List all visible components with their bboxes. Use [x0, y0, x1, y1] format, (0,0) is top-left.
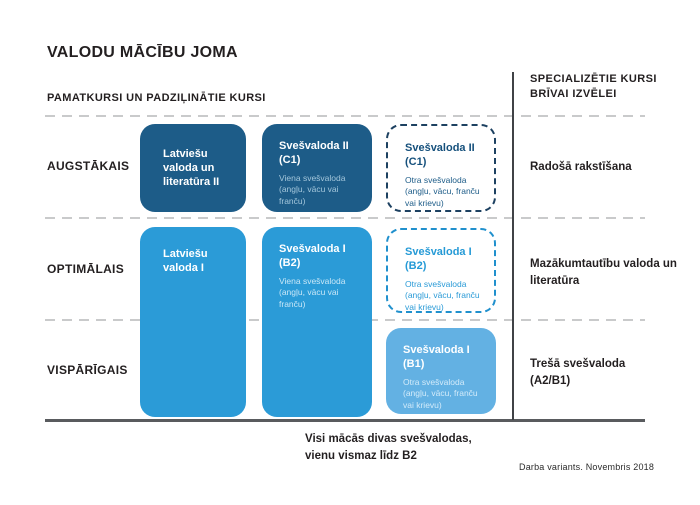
- row-label-visparigais: VISPĀRĪGAIS: [47, 363, 128, 377]
- box-title: Svešvaloda I (B2): [279, 243, 346, 270]
- right-item-mazakumtautibu: Mazākumtautību valoda un literatūra: [530, 258, 677, 287]
- footer-note: Visi mācās divas svešvalodas, vienu vism…: [305, 431, 472, 464]
- box-svesvaloda-i-b1: Svešvaloda I (B1) Otra svešvaloda (angļu…: [386, 328, 496, 414]
- box-svesvaloda-ii-c1: Svešvaloda II (C1) Viena svešvaloda (ang…: [262, 124, 372, 212]
- box-title: Svešvaloda I (B1): [403, 344, 470, 371]
- row-label-augstakais: AUGSTĀKAIS: [47, 159, 130, 173]
- box-title: Svešvaloda II (C1): [279, 140, 349, 167]
- row-label-optimalais: OPTIMĀLAIS: [47, 262, 124, 276]
- footer-note-line2: vienu vismaz līdz B2: [305, 449, 417, 462]
- box-latviesu-valoda-i: Latviešu valoda I: [140, 227, 246, 417]
- row-divider-middle-1: [45, 217, 645, 219]
- box-body: Viena svešvaloda (angļu, vācu vai franču…: [279, 172, 346, 206]
- row-divider-top: [45, 115, 645, 117]
- right-section-header: SPECIALIZĒTIE KURSI BRĪVAI IZVĒLEI: [530, 73, 657, 100]
- box-svesvaloda-ii-c1-otra: Svešvaloda II (C1) Otra svešvaloda (angļ…: [386, 124, 496, 212]
- vertical-divider: [512, 72, 514, 420]
- box-svesvaloda-i-b2: Svešvaloda I (B2) Viena svešvaloda (angļ…: [262, 227, 372, 417]
- box-latviesu-valoda-literatura-ii: Latviešu valoda un literatūra II: [140, 124, 246, 212]
- box-title: Svešvaloda II (C1): [405, 142, 475, 169]
- box-body: Otra svešvaloda (angļu, vācu, franču vai…: [405, 278, 480, 312]
- credit-text: Darba variants. Novembris 2018: [519, 462, 655, 472]
- right-item-radosa-rakstisana: Radošā rakstīšana: [530, 161, 632, 173]
- box-title: Latviešu valoda un literatūra II: [163, 147, 220, 189]
- box-title: Latviešu valoda I: [163, 248, 208, 275]
- box-body: Otra svešvaloda (angļu, vācu, franču vai…: [405, 174, 480, 208]
- right-item-tresa-svesvaloda: Trešā svešvaloda (A2/B1): [530, 358, 626, 387]
- box-title: Svešvaloda I (B2): [405, 246, 472, 273]
- box-body: Viena svešvaloda (angļu, vācu vai franču…: [279, 275, 346, 309]
- footer-note-line1: Visi mācās divas svešvalodas,: [305, 433, 472, 445]
- left-section-header: PAMATKURSI UN PADZIĻINĀTIE KURSI: [47, 92, 266, 104]
- page-title: VALODU MĀCĪBU JOMA: [47, 44, 238, 61]
- baseline: [45, 419, 645, 422]
- box-svesvaloda-i-b2-otra: Svešvaloda I (B2) Otra svešvaloda (angļu…: [386, 228, 496, 313]
- box-body: Otra svešvaloda (angļu, vācu, franču vai…: [403, 376, 478, 410]
